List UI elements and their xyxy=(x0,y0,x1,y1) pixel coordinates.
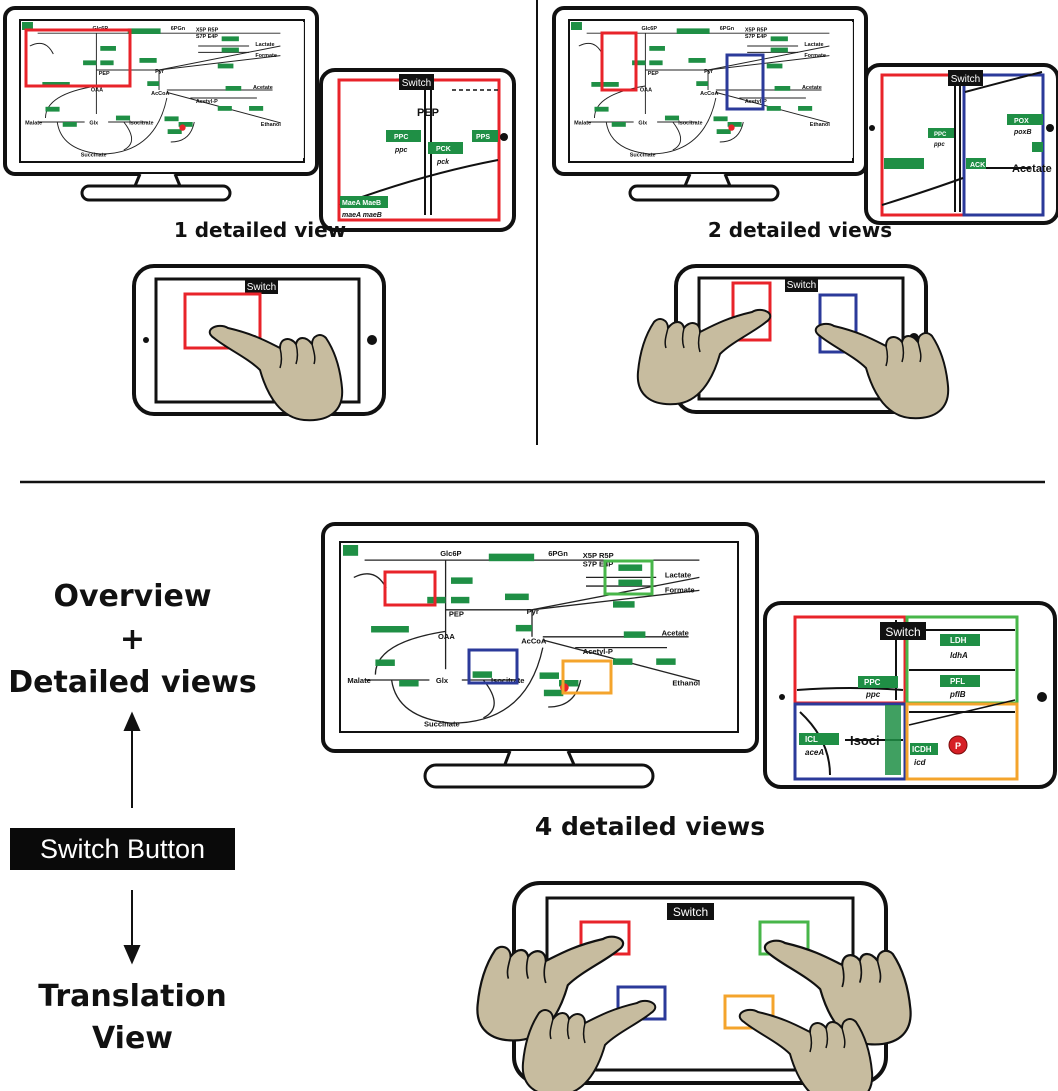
detail-enzyme-label: PPC xyxy=(864,678,881,687)
detail-gene-label: poxB xyxy=(1013,129,1032,136)
detail-metabolite: Acetate xyxy=(1012,163,1052,175)
detail-gene-label: ppc xyxy=(933,142,945,148)
region-green xyxy=(603,559,654,596)
legend-view: View xyxy=(91,1021,174,1056)
detail-enzyme-label: LDH xyxy=(950,636,967,645)
section-one-detailed-view: PEP PPC ppc PCK pck PPS MaeA MaeB maeA m… xyxy=(3,6,516,422)
legend-translation: Translation xyxy=(38,979,227,1014)
switch-chip-label: Switch xyxy=(951,74,980,85)
detail-enzyme-label: PCK xyxy=(436,146,451,153)
detail-enzyme-label: ACK xyxy=(970,162,985,169)
tablet-control: Switch xyxy=(638,264,950,420)
switch-chip-label: Switch xyxy=(885,625,920,639)
detail-gene-label: ppc xyxy=(865,690,881,699)
tablet-control: Switch xyxy=(477,881,912,1091)
detail-gene-label: ppc xyxy=(394,147,408,154)
tablet-control: Switch xyxy=(132,264,386,422)
region-red xyxy=(183,292,262,350)
detail-enzyme-label: ICDH xyxy=(912,745,932,754)
tablet-detail: PEP PPC ppc PCK pck PPS MaeA MaeB maeA m… xyxy=(319,68,516,232)
monitor xyxy=(321,522,759,789)
detail-enzyme-label: ICL xyxy=(805,735,818,744)
region-blue xyxy=(725,53,765,111)
switch-chip-label: Switch xyxy=(247,282,276,293)
region-orange xyxy=(561,659,613,695)
detail-metabolite: Isoci xyxy=(850,733,880,748)
detail-enzyme-label: PPC xyxy=(394,134,408,141)
arrow-up-head xyxy=(123,711,141,731)
switch-chip xyxy=(667,903,714,920)
switch-chip xyxy=(399,74,434,90)
section-two-detailed-views: PPC ppc POX poxB ACK Acetate Switch Swit… xyxy=(552,6,1058,420)
legend-arrows xyxy=(123,711,141,965)
legend-plus: + xyxy=(119,622,146,657)
detail-gene-label: pck xyxy=(436,159,450,166)
caption-one-detailed-view: 1 detailed view xyxy=(173,218,347,242)
switch-chip xyxy=(245,279,278,294)
region-red xyxy=(731,281,772,342)
tablet-detail: PPC ppc POX poxB ACK Acetate Switch xyxy=(864,63,1058,225)
arrow-down-head xyxy=(123,945,141,965)
region-blue xyxy=(818,293,858,354)
monitor xyxy=(552,6,868,202)
caption-four-detailed-views: 4 detailed views xyxy=(534,812,766,841)
detail-enzyme-label: MaeA MaeB xyxy=(342,200,381,207)
switch-button-label: Switch Button xyxy=(10,828,235,870)
detail-enzyme-label: PPS xyxy=(476,134,490,141)
switch-chip xyxy=(880,622,926,640)
legend-detailed-views: Detailed views xyxy=(8,665,257,700)
switch-chip-label: Switch xyxy=(402,78,431,89)
switch-chip xyxy=(785,277,818,292)
detail-metabolite: PEP xyxy=(417,107,439,119)
region-blue xyxy=(467,648,519,685)
detail-gene-label: pflB xyxy=(949,690,966,699)
section-four-detailed-views: P PPC ppc LDH ldhA PFL pflB ICL aceA Iso… xyxy=(321,522,1057,1091)
detail-enzyme-label: PFL xyxy=(950,677,965,686)
monitor xyxy=(3,6,319,202)
switch-chip-label: Switch xyxy=(787,280,816,291)
region-red xyxy=(600,31,638,92)
caption-two-detailed-views: 2 detailed views xyxy=(707,218,893,242)
detail-gene-label: icd xyxy=(914,758,927,767)
region-red xyxy=(383,570,437,607)
detail-gene-label: maeA maeB xyxy=(342,212,382,219)
svg-text:P: P xyxy=(955,741,961,751)
detail-enzyme-label: POX xyxy=(1014,118,1029,125)
tablet-detail: P PPC ppc LDH ldhA PFL pflB ICL aceA Iso… xyxy=(763,601,1057,789)
detail-gene-label: ldhA xyxy=(950,651,968,660)
legend-overview: Overview xyxy=(53,579,212,614)
switch-chip-label: Switch xyxy=(673,905,708,919)
detail-gene-label: aceA xyxy=(805,748,824,757)
region-red xyxy=(24,28,132,88)
switch-chip xyxy=(948,70,983,86)
region-orange xyxy=(723,994,775,1030)
detail-enzyme-label: PPC xyxy=(934,132,947,138)
